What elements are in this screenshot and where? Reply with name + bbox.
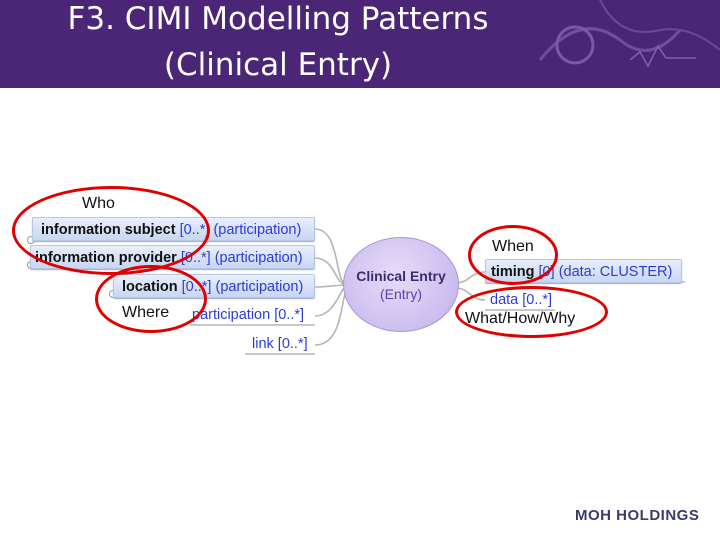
node-participation[interactable]: participation [0..*] <box>192 303 304 327</box>
center-node-subtitle: (Entry) <box>380 286 422 302</box>
slide-title: F3. CIMI Modelling Patterns (Clinical En… <box>0 0 556 88</box>
node-type: (participation) <box>215 279 304 295</box>
highlight-ring-who <box>12 186 210 275</box>
title-banner: F3. CIMI Modelling Patterns (Clinical En… <box>0 0 720 88</box>
highlight-ring-where <box>95 265 207 333</box>
title-line-1: F3. CIMI Modelling Patterns <box>67 1 489 37</box>
node-name: link <box>252 336 274 352</box>
moh-holdings-logo: MOH HOLDINGS <box>575 507 700 524</box>
center-node-clinical-entry[interactable]: Clinical Entry (Entry) <box>343 237 459 332</box>
node-name: participation <box>192 307 271 323</box>
node-type: (data: CLUSTER) <box>558 264 673 280</box>
stethoscope-decoration-icon <box>538 0 720 68</box>
highlight-ring-what <box>455 286 608 338</box>
node-type: (participation) <box>213 222 302 238</box>
node-cardinality: [0..*] <box>277 336 308 352</box>
highlight-ring-when <box>468 225 558 285</box>
node-link[interactable]: link [0..*] <box>252 332 308 356</box>
center-node-title: Clinical Entry <box>356 268 446 284</box>
title-line-2: (Clinical Entry) <box>163 47 393 83</box>
node-type: (participation) <box>214 250 303 266</box>
node-cardinality: [0..*] <box>274 307 305 323</box>
